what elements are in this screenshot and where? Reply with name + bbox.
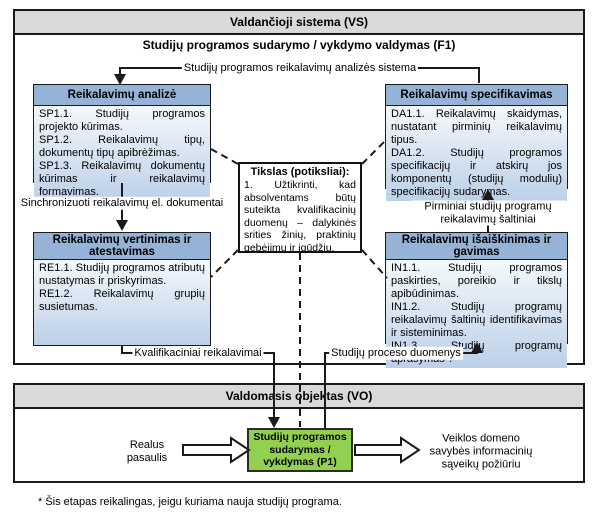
box-requirements-elicitation: Reikalavimų išaiškinimas ir gavimas IN1.… [385, 232, 568, 368]
qualification-requirements-label: Kvalifikaciniai reikalavimai [132, 346, 264, 360]
goal-body: 1. Užtikrinti, kad absolventams būtų sut… [244, 179, 356, 254]
specification-item: DA1.1. Reikalavimų skaidymas, nustatant … [391, 108, 562, 146]
elicitation-item: IN1.1. Studijų programos paskirties, por… [391, 262, 562, 300]
analysis-system-label: Studijų programos reikalavimų analizės s… [181, 61, 419, 75]
analysis-item: SP1.1. Studijų programos projekto kūrima… [39, 108, 205, 133]
goal-title: Tikslas (potiksliai): [250, 166, 350, 178]
goal-box: Tikslas (potiksliai): 1. Užtikrinti, kad… [238, 162, 362, 254]
domain-properties-label: Veiklos domeno savybės informacinių sąve… [429, 432, 533, 471]
box-requirements-evaluation: Reikalavimų vertinimas ir atestavimas RE… [33, 232, 211, 346]
evaluation-item: RE1.2. Reikalavimų grupių susietumas. [39, 288, 205, 313]
f1-subtitle: Studijų programos sudarymo / vykdymo val… [142, 38, 456, 52]
real-world-label: Realus pasaulis [126, 439, 168, 464]
primary-sources-label: Pirminiai studijų programų reikalavimų š… [411, 200, 565, 226]
box-requirements-analysis-title: Reikalavimų analizė [34, 85, 210, 106]
process-line: sudarymas / [269, 443, 331, 456]
box-requirements-analysis-body: SP1.1. Studijų programos projekto kūrima… [34, 106, 210, 201]
sync-documents-label: Sinchronizuoti reikalavimų el. dokumenta… [18, 196, 226, 210]
process-line: Studijų programos [253, 431, 347, 444]
box-requirements-specification: Reikalavimų specifikavimas DA1.1. Reikal… [385, 84, 568, 201]
box-requirements-evaluation-title: Reikalavimų vertinimas ir atestavimas [34, 233, 210, 260]
analysis-item: SP1.2. Reikalavimų tipų, dokumentų tipų … [39, 134, 205, 159]
controlling-system-title: Valdančioji sistema (VS) [15, 11, 583, 35]
process-box: Studijų programos sudarymas / vykdymas (… [247, 428, 353, 472]
box-requirements-elicitation-title: Reikalavimų išaiškinimas ir gavimas [386, 233, 567, 260]
study-process-data-label: Studijų proceso duomenys [329, 346, 463, 360]
footnote: * Šis etapas reikalingas, jeigu kuriama … [38, 496, 342, 508]
evaluation-item: RE1.1. Studijų programos atributų nustat… [39, 262, 205, 287]
box-requirements-specification-body: DA1.1. Reikalavimų skaidymas, nustatant … [386, 106, 567, 201]
box-requirements-analysis: Reikalavimų analizė SP1.1. Studijų progr… [33, 84, 211, 201]
controlled-object-title: Valdomasis objektas (VO) [15, 385, 583, 409]
elicitation-item: IN1.2. Studijų programų reikalavimų šalt… [391, 301, 562, 339]
process-line: vykdymas (P1) [263, 456, 337, 469]
box-requirements-specification-title: Reikalavimų specifikavimas [386, 85, 567, 106]
specification-item: DA1.2. Studijų programos specifikacijų i… [391, 147, 562, 198]
analysis-item: SP1.3. Reikalavimų dokumentų kūrimas ir … [39, 160, 205, 198]
box-requirements-evaluation-body: RE1.1. Studijų programos atributų nustat… [34, 260, 210, 345]
